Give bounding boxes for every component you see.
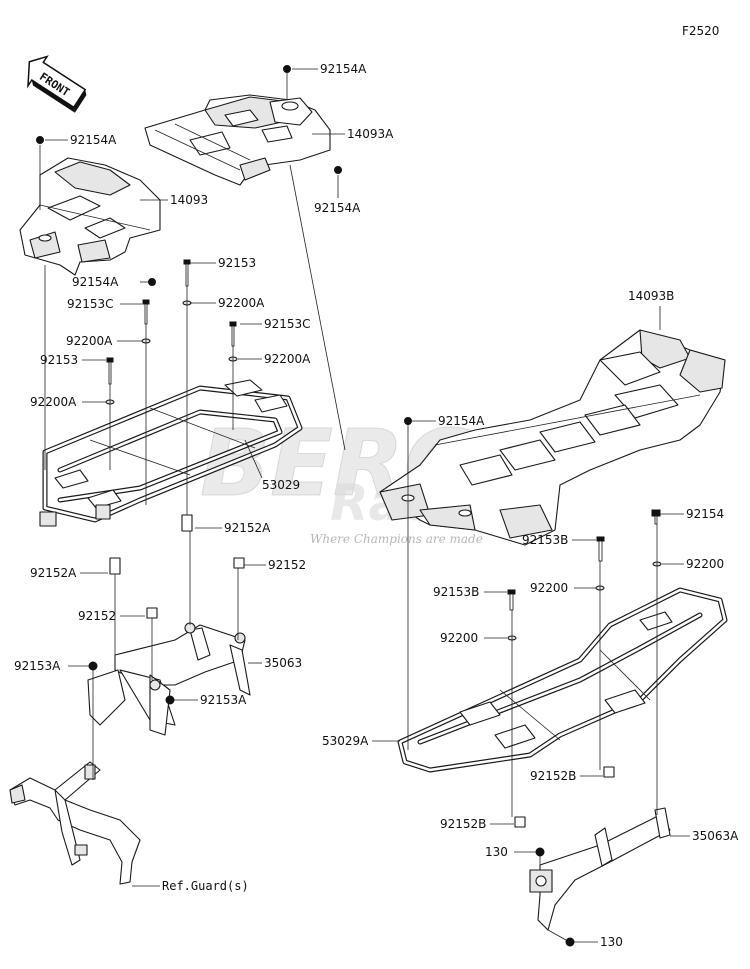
callout-92200-right: 92200 — [686, 557, 724, 571]
bolt-92153-2 — [106, 357, 114, 385]
callout-92200-left: 92200 — [440, 631, 478, 645]
bolt-92153B-1 — [596, 536, 605, 562]
rear-carrier-53029A — [397, 587, 728, 773]
callout-92153B-upper: 92153B — [522, 533, 568, 547]
bolt-92153A-2 — [165, 695, 175, 705]
collar-92152A-2 — [109, 557, 121, 575]
bolt-92153C-1 — [142, 299, 150, 325]
callout-92154A-right: 92154A — [314, 201, 361, 215]
collar-92152B-1 — [603, 766, 615, 778]
callout-92153-left: 92153 — [40, 353, 78, 367]
callout-130-upper: 130 — [485, 845, 508, 859]
bolt-92153A-1 — [88, 661, 98, 671]
collar-92152-1 — [233, 557, 245, 569]
collar-92152B-2 — [514, 816, 526, 828]
callout-92200A-far-left: 92200A — [30, 395, 77, 409]
bolt-92154A-4 — [148, 278, 156, 286]
bolt-130-2 — [565, 937, 575, 947]
callout-92154A-bottom: 92154A — [72, 275, 119, 289]
rear-cover-14093B — [379, 329, 726, 546]
guard-reference — [9, 761, 141, 885]
leader-lines — [39, 68, 690, 943]
front-cover-14093 — [19, 157, 161, 276]
bracket-35063A — [529, 807, 671, 931]
callout-53029A: 53029A — [322, 734, 369, 748]
rear-cover-14093A — [144, 94, 331, 186]
front-carrier-53029 — [39, 379, 303, 527]
callout-92153A-right: 92153A — [200, 693, 247, 707]
callout-14093: 14093 — [170, 193, 208, 207]
callout-92153C-left: 92153C — [67, 297, 114, 311]
callout-labels: 92154A 14093A 92154A 92154A 14093 92154A… — [14, 62, 739, 949]
callout-92154A-left: 92154A — [70, 133, 117, 147]
callout-92200A-right: 92200A — [264, 352, 311, 366]
callout-92152B-lower: 92152B — [440, 817, 486, 831]
callout-92153A-left: 92153A — [14, 659, 61, 673]
callout-14093A: 14093A — [347, 127, 394, 141]
collar-92152A-1 — [181, 514, 193, 532]
bolt-92154 — [651, 509, 661, 525]
bracket-35063 — [87, 622, 251, 736]
watermark-tagline: Where Champions are made — [310, 532, 483, 546]
callout-92154A-top: 92154A — [320, 62, 367, 76]
callout-92153B-lower: 92153B — [433, 585, 479, 599]
bolt-92153-left — [183, 259, 191, 287]
callout-92200-middle: 92200 — [530, 581, 568, 595]
callout-92153C-right: 92153C — [264, 317, 311, 331]
callout-92152B-upper: 92152B — [530, 769, 576, 783]
callout-ref-guards: Ref.Guard(s) — [162, 879, 249, 893]
callout-92154A-right-carrier: 92154A — [438, 414, 485, 428]
callout-92152-right: 92152 — [268, 558, 306, 572]
callout-53029: 53029 — [262, 478, 300, 492]
callout-35063: 35063 — [264, 656, 302, 670]
collar-92152-2 — [146, 607, 158, 619]
bolt-92154A-1 — [283, 65, 291, 73]
callout-92154: 92154 — [686, 507, 724, 521]
callout-92152-left: 92152 — [78, 609, 116, 623]
bolt-92154A-5 — [404, 417, 412, 425]
bolt-92153B-2 — [507, 589, 516, 611]
bolt-92153C-2 — [229, 321, 237, 347]
callout-92200A-top: 92200A — [218, 296, 265, 310]
front-arrow-icon: FRONT — [27, 55, 87, 113]
bolt-92154A-3 — [36, 136, 44, 144]
callout-35063A: 35063A — [692, 829, 739, 843]
callout-14093B: 14093B — [628, 289, 674, 303]
callout-92200A-left: 92200A — [66, 334, 113, 348]
bolt-92154A-2 — [334, 166, 342, 174]
bolt-130-1 — [535, 847, 545, 857]
figure-id: F2520 — [682, 24, 719, 38]
callout-130-lower: 130 — [600, 935, 623, 949]
callout-92153-top: 92153 — [218, 256, 256, 270]
callout-92152A-right: 92152A — [224, 521, 271, 535]
callout-92152A-left: 92152A — [30, 566, 77, 580]
